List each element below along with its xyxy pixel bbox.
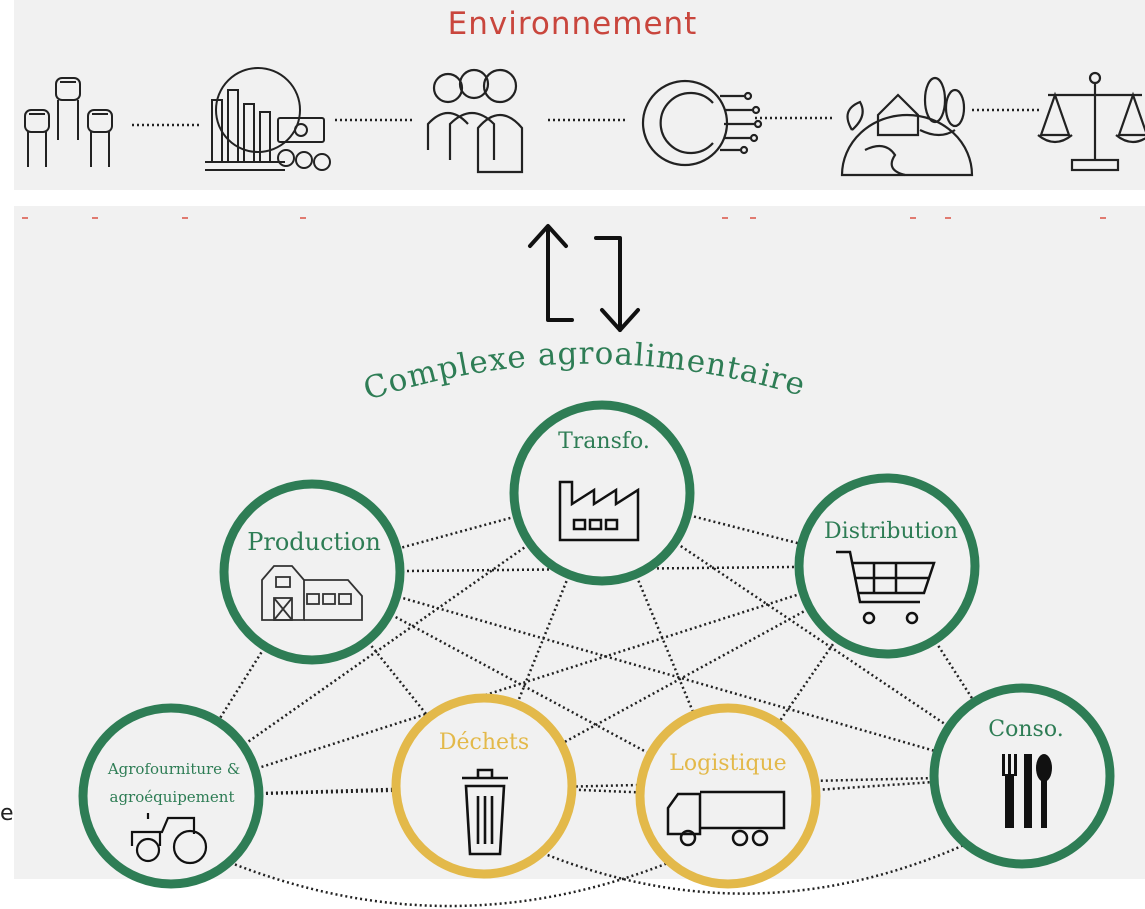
environment-panel bbox=[14, 0, 1145, 190]
justice-scales-icon bbox=[1037, 71, 1145, 172]
barn-icon bbox=[261, 565, 363, 621]
node-transfo: Transfo. bbox=[509, 400, 695, 586]
technology-gear-icon bbox=[641, 79, 763, 167]
node-agrofourniture-label-1: Agrofourniture & bbox=[107, 760, 240, 778]
network-link bbox=[170, 774, 1023, 798]
node-conso-label: Conso. bbox=[988, 717, 1063, 742]
cropped-letter: e bbox=[0, 801, 14, 826]
network-link bbox=[483, 814, 1023, 895]
environment-title: Environnement bbox=[447, 6, 698, 42]
people-group-icon bbox=[426, 68, 524, 174]
node-agrofourniture: Agrofourniture & agroéquipement bbox=[78, 703, 264, 889]
node-agrofourniture-label-2: agroéquipement bbox=[110, 788, 235, 806]
node-logistique: Logistique bbox=[635, 703, 821, 889]
economy-globe-money-icon bbox=[205, 67, 331, 171]
network-link bbox=[170, 564, 888, 798]
factory-icon bbox=[558, 480, 640, 542]
node-conso: Conso. bbox=[929, 683, 1115, 869]
node-dechets-label: Déchets bbox=[439, 730, 529, 755]
protest-fists-icon bbox=[24, 77, 113, 167]
tractor-icon bbox=[130, 813, 208, 865]
node-production: Production bbox=[219, 479, 405, 665]
node-distribution-label: Distribution bbox=[824, 519, 958, 544]
node-production-label: Production bbox=[247, 528, 381, 556]
cutlery-icon bbox=[1002, 754, 1052, 828]
environment-connectors bbox=[132, 108, 1040, 127]
node-distribution: Distribution bbox=[794, 473, 980, 659]
network-link bbox=[311, 564, 888, 574]
complex-title: Complexe agroalimentaire bbox=[359, 336, 810, 408]
earth-nature-icon bbox=[840, 76, 974, 177]
trash-bin-icon bbox=[462, 768, 508, 856]
bidirectional-arrows-icon bbox=[528, 224, 640, 332]
node-transfo-label: Transfo. bbox=[558, 429, 650, 454]
shopping-cart-icon bbox=[836, 550, 936, 625]
node-logistique-label: Logistique bbox=[669, 751, 786, 776]
network-link bbox=[311, 570, 1023, 778]
node-dechets: Déchets bbox=[391, 693, 577, 879]
truck-icon bbox=[666, 790, 786, 847]
